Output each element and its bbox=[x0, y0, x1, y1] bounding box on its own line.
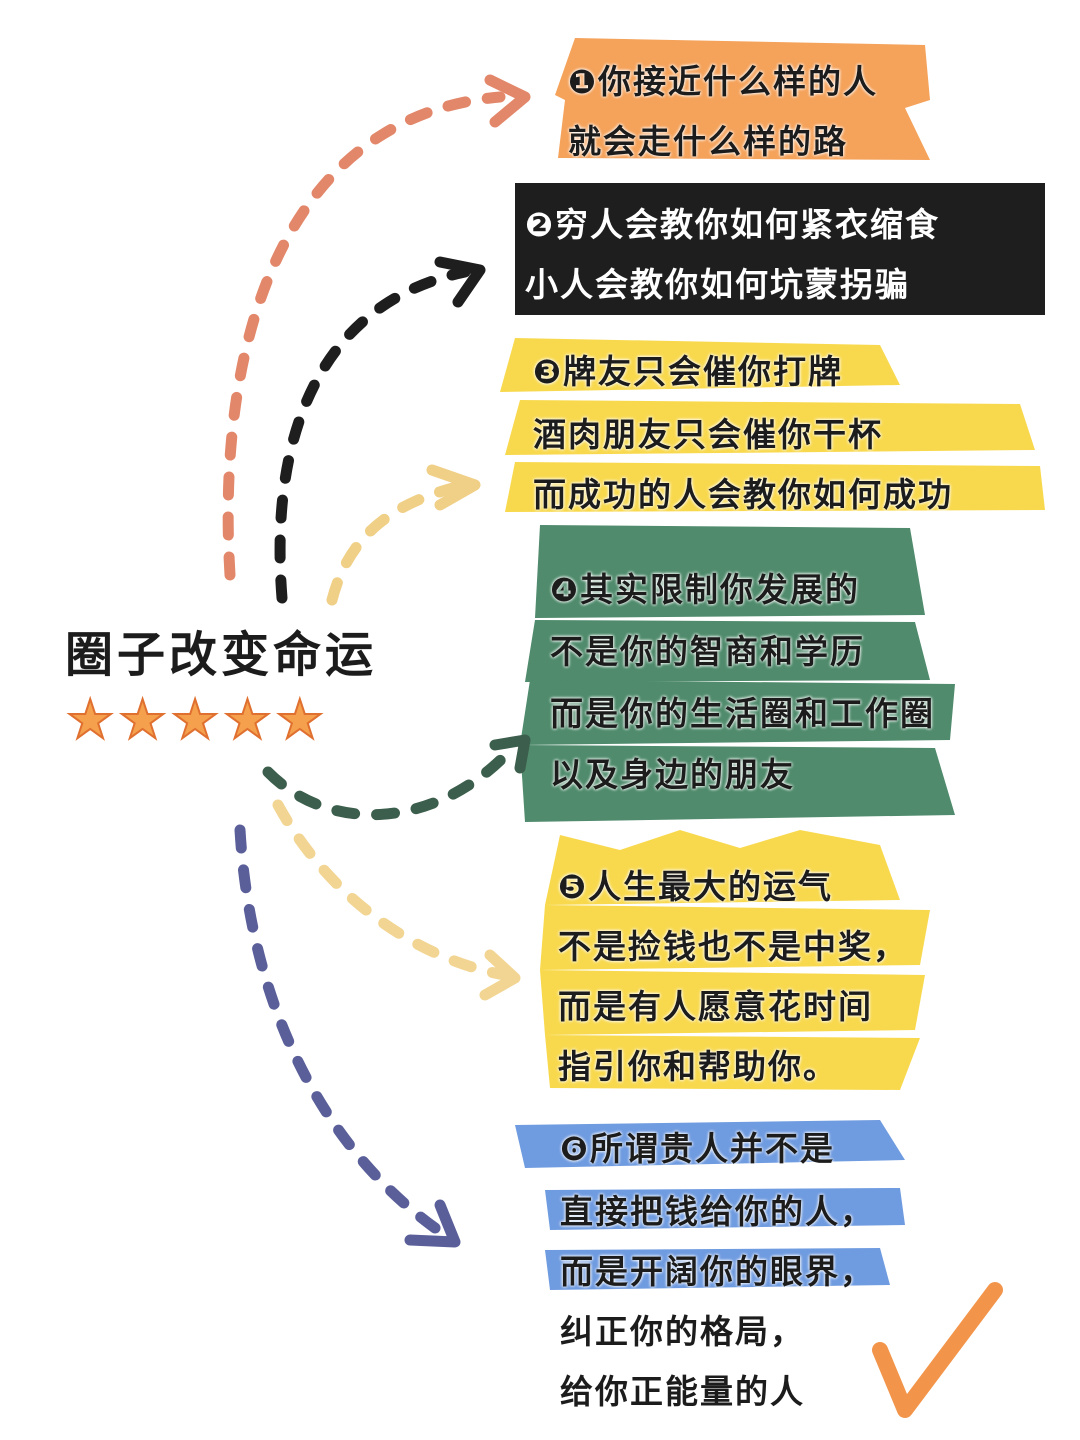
arrow-light-yellow bbox=[272, 799, 511, 981]
arrowhead-green-icon bbox=[489, 734, 531, 774]
highlight-black bbox=[515, 183, 1045, 315]
block-5-line-4: 指引你和帮助你。 bbox=[558, 1047, 838, 1086]
block-2-line-1: ❷穷人会教你如何紧衣缩食 bbox=[525, 205, 940, 244]
block-3-line-2: 酒肉朋友只会催你干杯 bbox=[533, 415, 883, 454]
block-6-line-3: 而是开阔你的眼界， bbox=[560, 1252, 875, 1291]
highlight-green bbox=[520, 525, 955, 822]
checkmark-icon bbox=[872, 1282, 1003, 1418]
block-1-line-1: ❶你接近什么样的人 bbox=[568, 62, 878, 101]
block-5-line-3: 而是有人愿意花时间 bbox=[558, 987, 873, 1026]
highlight-orange bbox=[555, 38, 930, 160]
block-6-line-2: 直接把钱给你的人， bbox=[560, 1192, 875, 1231]
main-title: 圈子改变命运 bbox=[65, 627, 378, 683]
arrow-purple bbox=[234, 824, 451, 1241]
block-2-line-2: 小人会教你如何坑蒙拐骗 bbox=[525, 265, 910, 304]
arrow-tan bbox=[326, 479, 471, 606]
block-5-line-1: ❺人生最大的运气 bbox=[558, 867, 833, 906]
arrowhead-tan-icon bbox=[426, 464, 481, 511]
highlight-yellow-3 bbox=[500, 338, 1045, 512]
block-1-line-2: 就会走什么样的路 bbox=[568, 122, 848, 161]
arrow-green bbox=[262, 739, 521, 821]
arrowhead-orange-icon bbox=[484, 74, 531, 128]
arrowhead-black-icon bbox=[434, 256, 486, 308]
block-6-line-5: 给你正能量的人 bbox=[560, 1372, 805, 1411]
highlight-blue bbox=[515, 1120, 905, 1290]
block-5-line-2: 不是捡钱也不是中奖， bbox=[558, 927, 908, 966]
arrowhead-yellow-icon bbox=[479, 949, 521, 1001]
block-4-line-1: ❹其实限制你发展的 bbox=[550, 570, 860, 609]
arrow-orange bbox=[222, 91, 506, 581]
block-4-line-2: 不是你的智商和学历 bbox=[550, 632, 865, 671]
highlight-yellow-5 bbox=[540, 830, 930, 1090]
block-4-line-4: 以及身边的朋友 bbox=[550, 755, 795, 794]
block-3-line-3: 而成功的人会教你如何成功 bbox=[533, 475, 953, 514]
block-6-line-4: 纠正你的格局， bbox=[560, 1312, 805, 1351]
block-3-line-1: ❸牌友只会催你打牌 bbox=[533, 352, 843, 391]
arrowhead-purple-icon bbox=[404, 1199, 461, 1248]
star-rating: ★★★★★ bbox=[65, 687, 329, 752]
block-4-line-3: 而是你的生活圈和工作圈 bbox=[550, 694, 935, 733]
arrow-black bbox=[274, 266, 471, 604]
block-6-line-1: ❻所谓贵人并不是 bbox=[560, 1129, 835, 1168]
